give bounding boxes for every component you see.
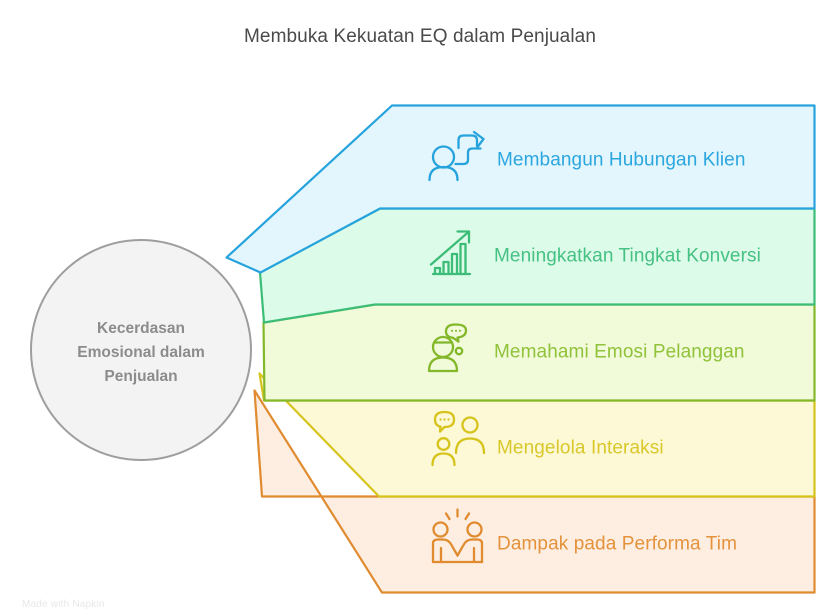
bar-chart-growth-icon bbox=[429, 230, 472, 276]
person-thinking-icon bbox=[427, 323, 468, 373]
branch-label-4: Mengelola Interaksi bbox=[497, 438, 664, 459]
branch-shape-5[interactable] bbox=[253, 389, 816, 594]
branch-label-1: Membangun Hubungan Klien bbox=[497, 150, 746, 171]
person-network-icon bbox=[428, 130, 485, 182]
branch-group-2[interactable]: Meningkatkan Tingkat Konversi bbox=[258, 207, 816, 324]
two-people-chat-icon bbox=[431, 410, 486, 467]
branch-label-3: Memahami Emosi Pelanggan bbox=[494, 342, 745, 363]
center-node-line-2: Emosional dalam bbox=[77, 344, 204, 361]
footer-credit: Made with Napkin bbox=[22, 599, 105, 610]
branch-shape-1[interactable] bbox=[225, 104, 816, 274]
branch-group-4[interactable]: Mengelola Interaksi bbox=[258, 372, 816, 498]
team-celebration-icon bbox=[431, 508, 484, 564]
branch-label-5: Dampak pada Performa Tim bbox=[497, 534, 737, 555]
center-node-line-1: Kecerdasan bbox=[97, 320, 185, 337]
branch-shape-4[interactable] bbox=[258, 372, 816, 498]
branch-label-2: Meningkatkan Tingkat Konversi bbox=[494, 246, 761, 267]
branch-group-1[interactable]: Membangun Hubungan Klien bbox=[225, 104, 816, 274]
center-node-circle[interactable] bbox=[30, 239, 252, 461]
branch-group-3[interactable]: Memahami Emosi Pelanggan bbox=[262, 303, 816, 402]
page-title: Membuka Kekuatan EQ dalam Penjualan bbox=[243, 26, 597, 47]
center-node-line-3: Penjualan bbox=[104, 368, 177, 385]
center-node[interactable]: Kecerdasan Emosional dalam Penjualan bbox=[30, 239, 252, 461]
branch-group-5[interactable]: Dampak pada Performa Tim bbox=[253, 389, 816, 594]
